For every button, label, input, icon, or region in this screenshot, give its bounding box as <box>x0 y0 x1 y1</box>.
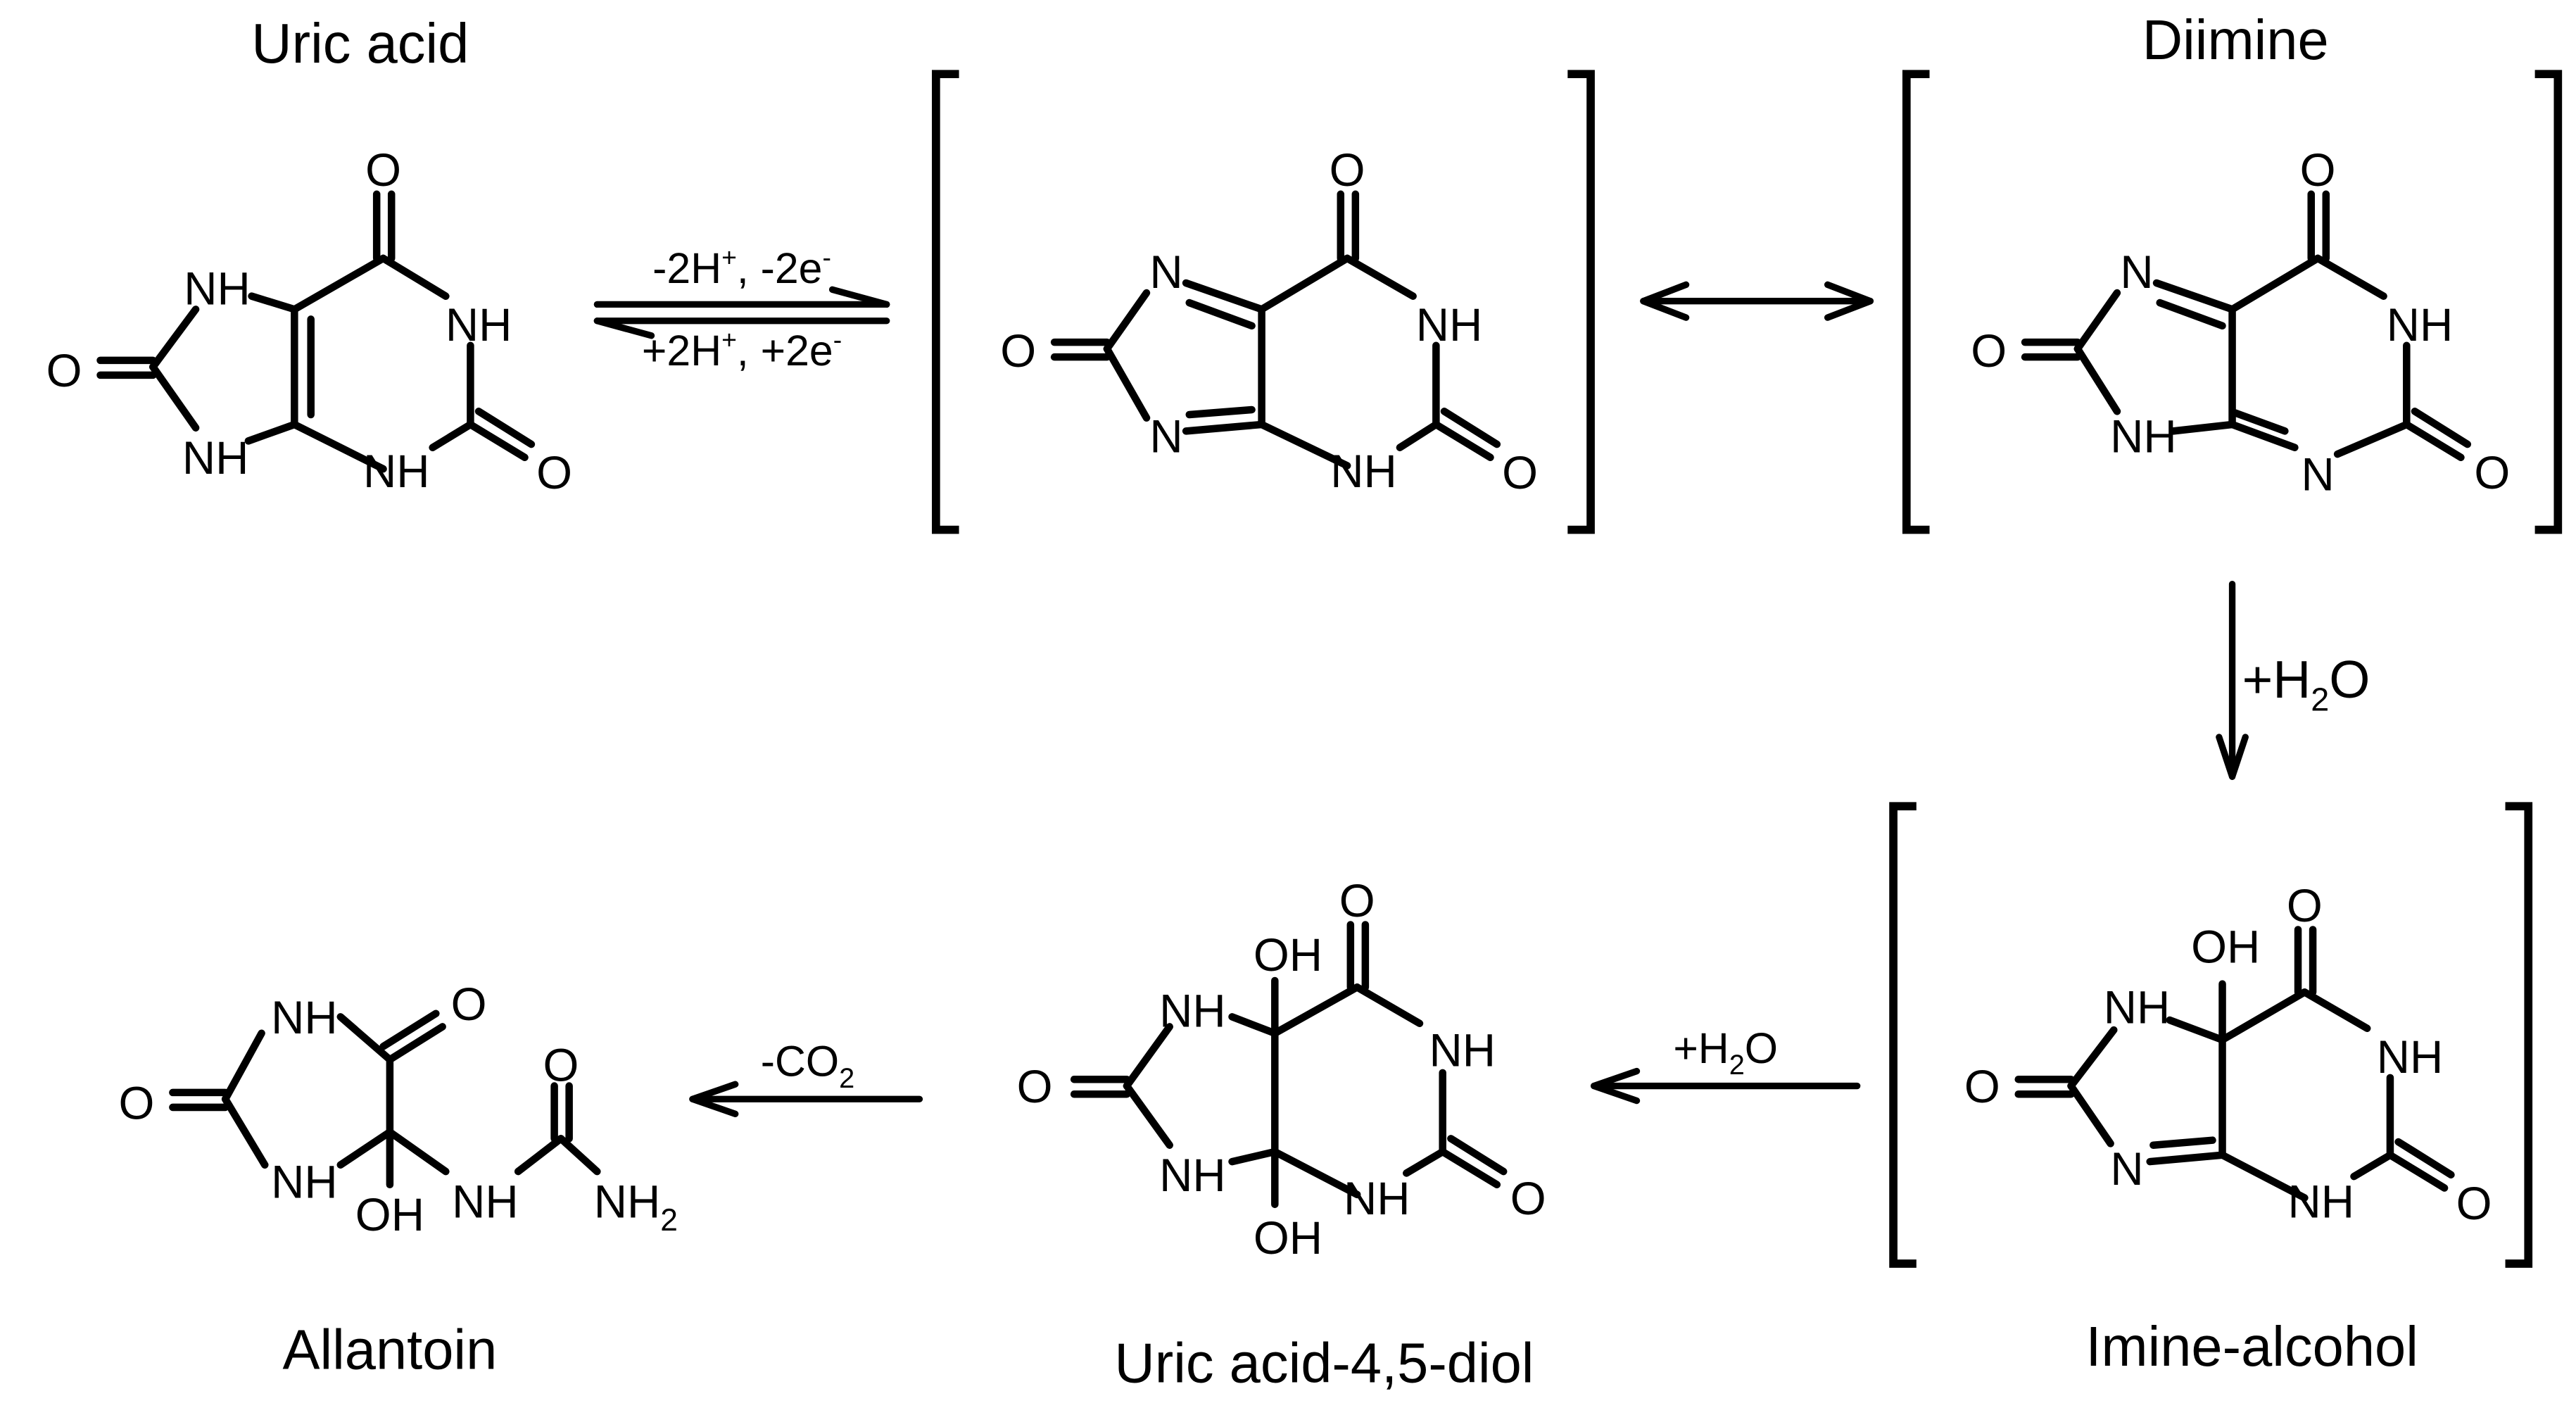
atom-oh: OH <box>1254 1212 1322 1264</box>
atom-nh: NH <box>184 263 251 314</box>
diimine-resonance-a: O NH O NH N N O <box>931 70 1595 534</box>
atom-nh: NH <box>446 299 512 351</box>
atom-o: O <box>1510 1173 1546 1224</box>
atom-nh: NH <box>1330 446 1397 497</box>
atom-nh: NH <box>182 432 249 484</box>
atom-nh: NH <box>2104 982 2171 1033</box>
atom-o: O <box>365 144 401 196</box>
allantoin-label: Allantoin <box>282 1319 497 1381</box>
atom-n: N <box>2120 246 2153 298</box>
atom-nh: NH <box>1159 985 1226 1036</box>
bracket-right <box>2505 802 2533 1268</box>
atom-n: N <box>1149 246 1182 298</box>
imine-alcohol-label: Imine-alcohol <box>2085 1315 2418 1378</box>
atom-nh: NH <box>363 446 430 497</box>
bracket-left <box>1902 70 1930 534</box>
diimine-a-bonds <box>1050 190 1501 470</box>
forward-reagent: -2H+, -2e- <box>652 243 831 292</box>
uric-diol-molecule: Uric acid-4,5-diol O OH NH O NH OH N <box>1017 875 1546 1394</box>
atom-oh: OH <box>355 1189 424 1240</box>
bracket-right <box>2534 70 2563 534</box>
imine-alcohol-molecule: Imine-alcohol O OH NH O NH NH N <box>1889 802 2533 1378</box>
bracket-left <box>1889 802 1917 1268</box>
atom-n: N <box>2301 448 2334 500</box>
water-reagent: +H2O <box>2242 650 2370 718</box>
atom-nh: NH <box>1159 1150 1226 1201</box>
atom-o: O <box>46 345 82 396</box>
atom-o: O <box>536 447 572 498</box>
atom-nh: NH <box>2288 1176 2355 1228</box>
atom-nh: NH <box>1344 1173 1410 1224</box>
diimine-resonance-b: Diimine O NH O N N NH O <box>1902 8 2563 534</box>
atom-oh: OH <box>1254 929 1322 981</box>
atom-o: O <box>1339 875 1375 926</box>
bracket-right <box>1567 70 1595 534</box>
atom-o: O <box>1330 144 1365 196</box>
imine-alcohol-bonds <box>2014 926 2455 1202</box>
atom-o: O <box>1000 325 1036 377</box>
atom-nh: NH <box>1429 1025 1496 1076</box>
atom-oh: OH <box>2191 921 2260 972</box>
co2-reagent: -CO2 <box>761 1038 854 1094</box>
atom-o: O <box>1017 1061 1053 1112</box>
atom-nh: NH <box>452 1176 519 1228</box>
hydration-arrow-left: +H2O <box>1591 1024 1861 1105</box>
atom-o: O <box>2474 447 2510 498</box>
atom-n: N <box>2110 1143 2143 1195</box>
atom-nh: NH <box>271 1156 338 1207</box>
uric-diol-bonds <box>1070 921 1508 1209</box>
atom-nh: NH <box>271 992 338 1043</box>
atom-nh2: NH2 <box>594 1176 678 1238</box>
atom-nh: NH <box>2377 1031 2444 1083</box>
atom-nh: NH <box>2387 299 2454 351</box>
atom-o: O <box>543 1040 579 1091</box>
uric-acid-molecule: Uric acid O NH O NH <box>46 12 572 498</box>
decarboxylation-arrow: -CO2 <box>689 1038 923 1117</box>
atom-nh: NH <box>1416 299 1483 351</box>
resonance-arrow <box>1640 281 1874 321</box>
atom-o: O <box>451 979 487 1030</box>
atom-n: N <box>1149 411 1182 463</box>
diimine-b-bonds <box>2021 190 2472 462</box>
reverse-reagent: +2H+, +2e- <box>642 325 842 374</box>
equilibrium-arrows: -2H+, -2e- +2H+, +2e- <box>593 243 890 375</box>
atom-o: O <box>2287 880 2323 931</box>
atom-o: O <box>2300 144 2336 196</box>
water-reagent: +H2O <box>1673 1024 1778 1081</box>
hydration-arrow-down: +H2O <box>2216 581 2370 780</box>
atom-o: O <box>1502 447 1538 498</box>
allantoin-molecule: Allantoin NH NH O O OH NH O NH2 <box>119 979 678 1381</box>
uric-acid-label: Uric acid <box>251 12 469 75</box>
atom-o: O <box>1964 1061 2000 1112</box>
uric-diol-label: Uric acid-4,5-diol <box>1114 1331 1534 1394</box>
allantoin-bonds <box>169 1010 601 1189</box>
atom-o: O <box>2456 1178 2492 1229</box>
atom-nh: NH <box>2110 411 2177 463</box>
atom-o: O <box>119 1077 155 1128</box>
uric-acid-bonds <box>96 190 536 473</box>
bracket-left <box>931 70 959 534</box>
atom-o: O <box>1971 325 2007 377</box>
diimine-label: Diimine <box>2142 8 2329 71</box>
